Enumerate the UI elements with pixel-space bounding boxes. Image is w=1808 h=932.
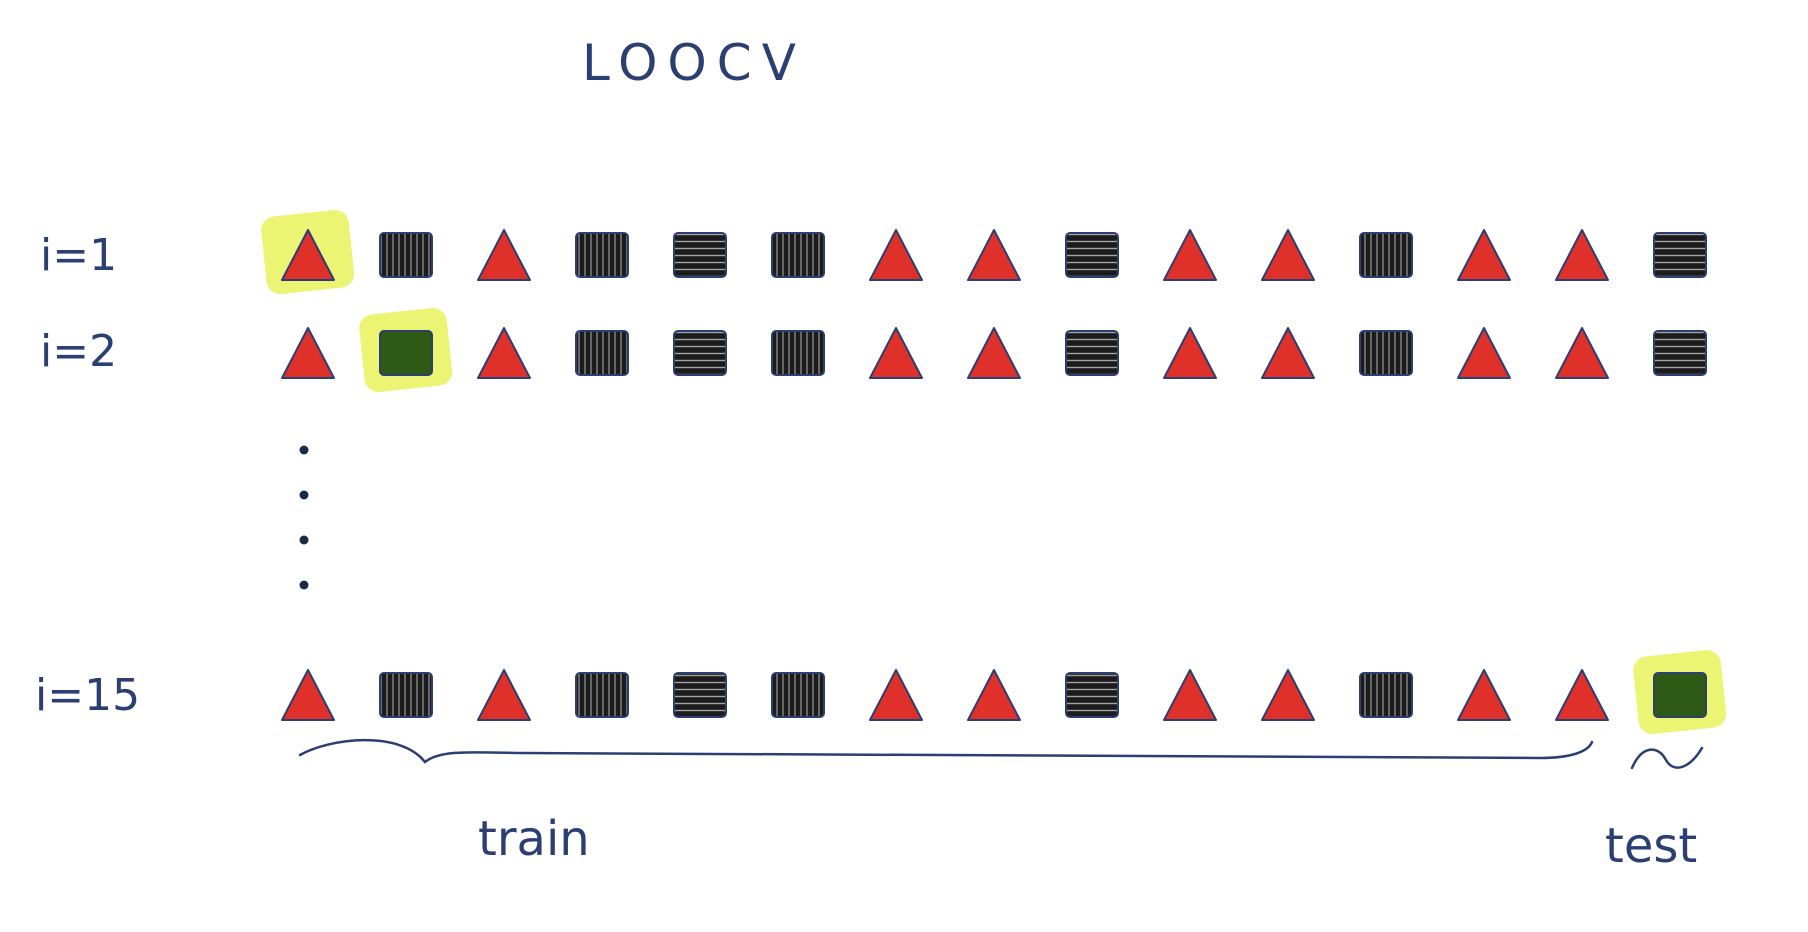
held-out-square (1653, 672, 1707, 718)
square-point (575, 232, 629, 278)
triangle-point (281, 669, 335, 721)
square-point (379, 232, 433, 278)
square-point (673, 672, 727, 718)
row-label-1: i=1 (40, 230, 117, 281)
test-tilde (1630, 746, 1704, 770)
ellipsis-dot (299, 445, 309, 455)
triangle-point (967, 669, 1021, 721)
triangle-point (1261, 229, 1315, 281)
square-point (771, 672, 825, 718)
triangle-point (1555, 229, 1609, 281)
triangle-point (1457, 327, 1511, 379)
ellipsis-dot (299, 490, 309, 500)
vertical-ellipsis (299, 445, 309, 590)
row-label-2: i=2 (40, 326, 117, 377)
triangle-point (477, 327, 531, 379)
train-label: train (478, 811, 590, 867)
triangle-point (1163, 327, 1217, 379)
square-point (379, 672, 433, 718)
square-point (1065, 672, 1119, 718)
triangle-point (1261, 669, 1315, 721)
ellipsis-dot (299, 580, 309, 590)
triangle-point (967, 327, 1021, 379)
triangle-point (869, 229, 923, 281)
diagram-title: LOOCV (582, 34, 806, 92)
triangle-point (281, 327, 335, 379)
held-out-triangle (281, 229, 335, 281)
train-brace (298, 738, 1594, 764)
square-point (673, 330, 727, 376)
ellipsis-dot (299, 535, 309, 545)
square-point (771, 330, 825, 376)
triangle-point (477, 669, 531, 721)
square-point (1359, 672, 1413, 718)
square-point (1065, 330, 1119, 376)
triangle-point (1163, 229, 1217, 281)
square-point (575, 672, 629, 718)
row-label-15: i=15 (35, 670, 140, 721)
shape-row-1 (261, 210, 1707, 295)
square-point (1653, 330, 1707, 376)
square-point (673, 232, 727, 278)
triangle-point (869, 327, 923, 379)
square-point (771, 232, 825, 278)
triangle-point (1457, 229, 1511, 281)
shape-row-15 (281, 650, 1727, 735)
triangle-point (1163, 669, 1217, 721)
triangle-point (967, 229, 1021, 281)
triangle-point (1261, 327, 1315, 379)
shape-row-2 (281, 308, 1707, 393)
square-point (1653, 232, 1707, 278)
square-point (1359, 330, 1413, 376)
triangle-point (869, 669, 923, 721)
square-point (1065, 232, 1119, 278)
triangle-point (1555, 669, 1609, 721)
square-point (575, 330, 629, 376)
triangle-point (1555, 327, 1609, 379)
square-point (1359, 232, 1413, 278)
test-label: test (1605, 818, 1697, 874)
triangle-point (477, 229, 531, 281)
triangle-point (1457, 669, 1511, 721)
held-out-square (379, 330, 433, 376)
